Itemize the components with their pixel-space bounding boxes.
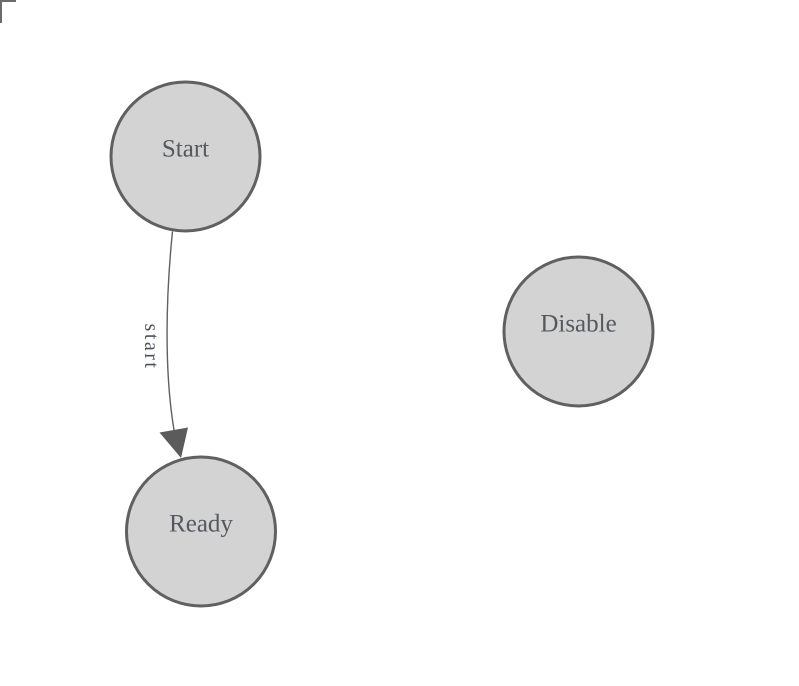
arrowhead-icon	[159, 427, 188, 458]
state-circle-start[interactable]	[109, 80, 262, 233]
transition-edge-start-ready[interactable]: start	[140, 231, 188, 459]
corner-mark	[0, 0, 16, 23]
edge-path[interactable]	[166, 231, 175, 431]
corner-mark-vertical	[0, 0, 2, 23]
state-circle-ready[interactable]	[125, 455, 277, 608]
state-node-start[interactable]: Start	[109, 80, 262, 233]
edge-label: start	[140, 324, 162, 371]
state-circle-disable[interactable]	[502, 255, 655, 408]
state-node-disable[interactable]: Disable	[502, 255, 655, 408]
corner-mark-horizontal	[0, 0, 16, 2]
state-node-ready[interactable]: Ready	[125, 455, 277, 608]
